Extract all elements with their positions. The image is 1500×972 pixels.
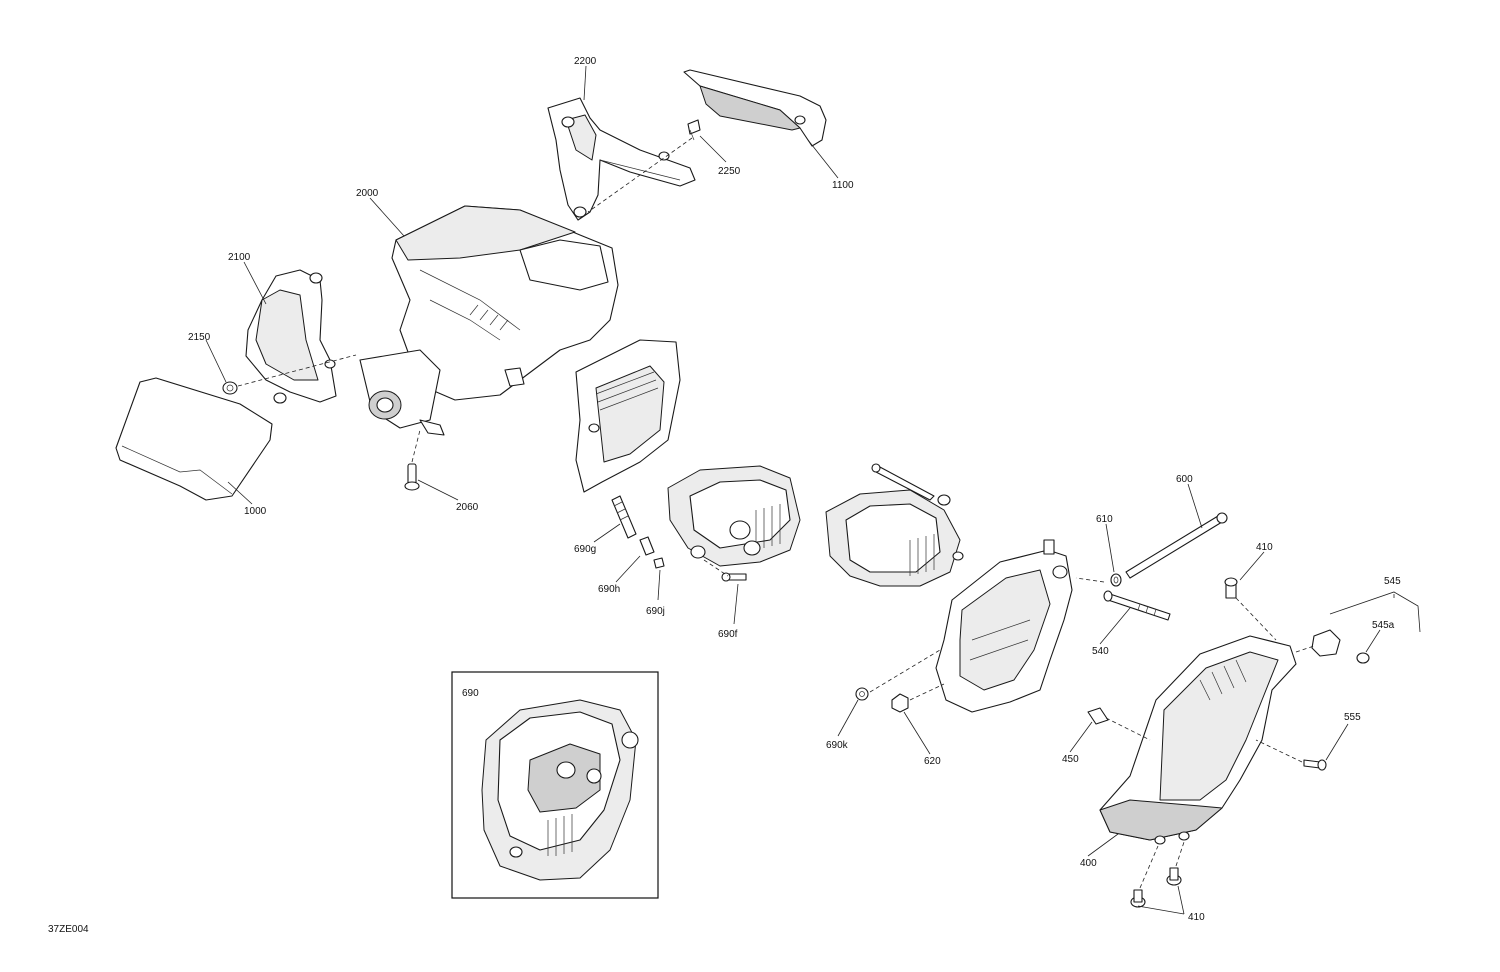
callout-2150: 2150 xyxy=(188,332,211,343)
callout-690j: 690j xyxy=(646,606,665,617)
part-690f-screw xyxy=(721,572,747,582)
part-545-clamp xyxy=(1311,629,1341,657)
inset-label: 690 xyxy=(462,688,479,699)
assembly-line xyxy=(703,559,729,577)
part-400-base xyxy=(1099,635,1297,845)
part-muffler xyxy=(825,489,964,587)
assembly-line xyxy=(1139,845,1159,889)
part-450-clip xyxy=(1087,707,1109,725)
callout-labels: 2200 2250 1100 2000 2100 2150 1000 2060 … xyxy=(48,56,1401,935)
callout-690f: 690f xyxy=(718,629,738,640)
assembly-line xyxy=(909,683,945,701)
callout-1100: 1100 xyxy=(832,180,854,191)
part-2250-screw xyxy=(687,119,701,141)
callout-2000: 2000 xyxy=(356,188,379,199)
callout-1000: 1000 xyxy=(244,506,267,517)
callout-690h: 690h xyxy=(598,584,620,595)
part-1100-handle-cover xyxy=(683,69,827,147)
callout-545: 545 xyxy=(1384,576,1401,587)
part-handle-frame xyxy=(935,539,1073,713)
assembly-line xyxy=(1105,717,1151,741)
leader-lines xyxy=(205,65,1421,915)
part-cylinder-shroud xyxy=(575,339,681,493)
assembly-line xyxy=(237,354,357,387)
part-2200-bracket xyxy=(547,97,696,221)
callout-620: 620 xyxy=(924,756,941,767)
inset-box-690 xyxy=(451,671,659,899)
part-555-screw xyxy=(1303,759,1327,771)
part-2060-pin xyxy=(404,463,420,491)
callout-610: 610 xyxy=(1096,514,1113,525)
assembly-line xyxy=(869,649,941,693)
assembly-line xyxy=(1175,841,1185,867)
part-bolt-top xyxy=(871,463,935,501)
callout-545a: 545a xyxy=(1372,620,1395,631)
callout-540: 540 xyxy=(1092,646,1109,657)
part-410-screw-bottom xyxy=(1130,867,1182,908)
assembly-line xyxy=(411,429,421,463)
callout-690g: 690g xyxy=(574,544,596,555)
assembly-line xyxy=(1075,577,1105,583)
callout-410-bottom: 410 xyxy=(1188,912,1205,923)
callout-410-top: 410 xyxy=(1256,542,1273,553)
callout-2100: 2100 xyxy=(228,252,251,263)
part-610-washer xyxy=(1110,573,1122,587)
part-600-long-bolt xyxy=(1125,512,1228,579)
part-2150-nut xyxy=(222,381,238,395)
assembly-line xyxy=(1235,597,1277,641)
part-690g-spark-plug xyxy=(611,495,637,539)
callout-2060: 2060 xyxy=(456,502,479,513)
callout-600: 600 xyxy=(1176,474,1193,485)
part-1000-front-cover xyxy=(115,377,273,501)
part-690h-fitting xyxy=(639,536,655,556)
callout-690k: 690k xyxy=(826,740,849,751)
part-2000-main-housing xyxy=(359,205,619,436)
part-540-bolt xyxy=(1103,590,1171,621)
diagram-code: 37ZE004 xyxy=(48,924,89,935)
part-620-nut xyxy=(891,693,909,713)
assembly-line xyxy=(1255,739,1303,763)
callout-400: 400 xyxy=(1080,858,1097,869)
callout-450: 450 xyxy=(1062,754,1079,765)
part-545a-nut xyxy=(1356,652,1370,664)
callout-2200: 2200 xyxy=(574,56,597,67)
part-690k-nut xyxy=(855,687,869,701)
inset-690-assembly xyxy=(481,699,639,881)
part-2100-side-handle xyxy=(245,269,337,404)
part-410-screw-top xyxy=(1224,577,1238,599)
part-690j-fitting xyxy=(653,557,665,569)
part-engine-block xyxy=(667,465,801,567)
callout-2250: 2250 xyxy=(718,166,741,177)
callout-555: 555 xyxy=(1344,712,1361,723)
assembly-line xyxy=(587,137,693,213)
assembly-line xyxy=(1295,645,1315,653)
